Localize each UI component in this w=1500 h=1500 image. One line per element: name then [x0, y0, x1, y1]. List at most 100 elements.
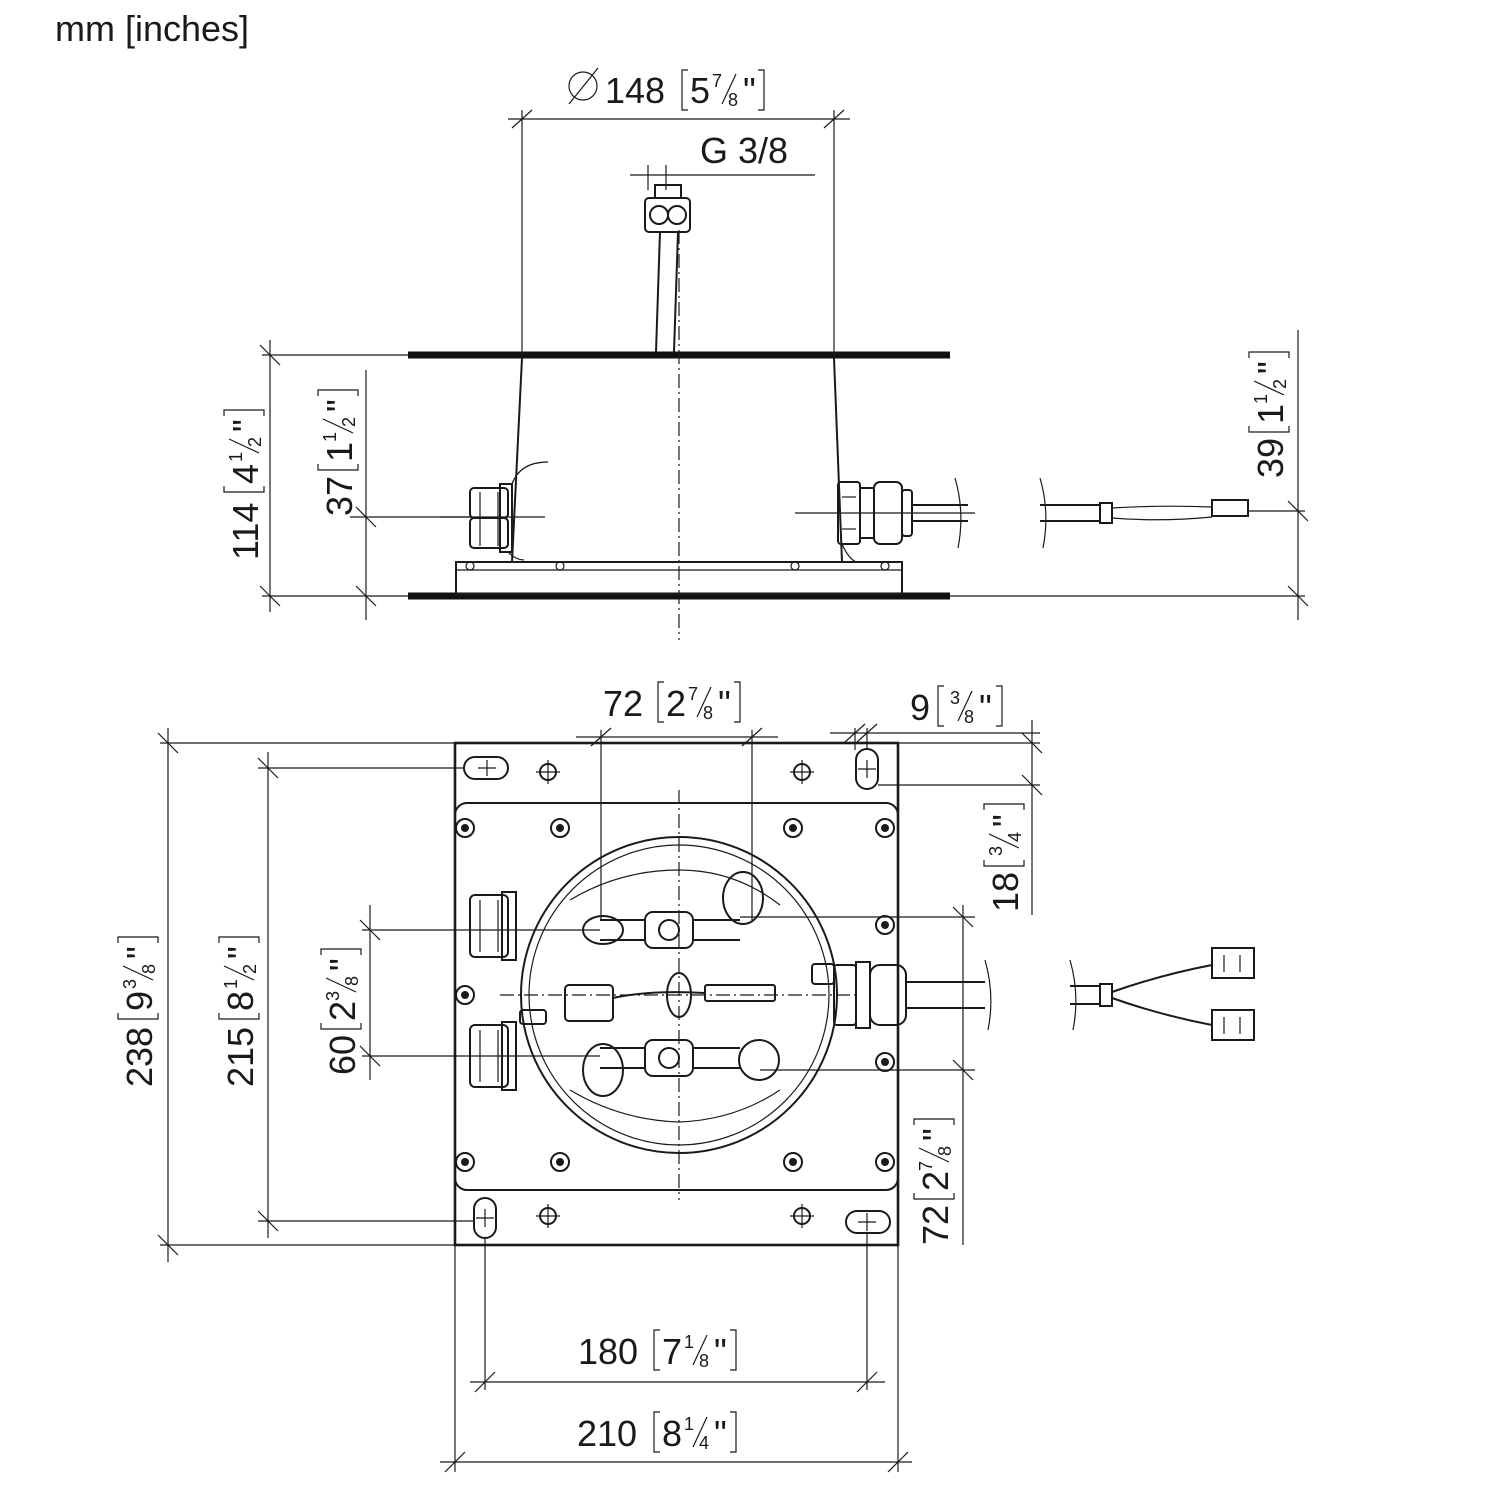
label-outlet-height: 37 1 1 2 " — [317, 389, 360, 516]
diameter-mm: 148 — [605, 70, 665, 111]
svg-text:5: 5 — [690, 70, 710, 111]
svg-text:8: 8 — [139, 964, 159, 974]
svg-text:238: 238 — [119, 1027, 160, 1087]
svg-text:": " — [714, 1331, 727, 1372]
dim-slot-offset — [830, 723, 1040, 750]
svg-text:8: 8 — [935, 1146, 955, 1156]
svg-text:180: 180 — [578, 1331, 638, 1372]
label-slot-offset: 9 3 8 " — [910, 685, 1003, 728]
svg-text:2: 2 — [666, 683, 686, 724]
svg-text:215: 215 — [220, 1027, 261, 1087]
cable-gland — [837, 481, 913, 563]
svg-text:": " — [915, 1128, 956, 1141]
connector-a — [1211, 947, 1255, 979]
dim-diameter: 148 — [508, 67, 850, 358]
svg-text:1: 1 — [684, 1332, 694, 1352]
top-view — [157, 720, 1255, 1473]
dim-cable-height — [950, 330, 1309, 620]
svg-text:114: 114 — [225, 503, 266, 560]
svg-text:7: 7 — [712, 71, 722, 91]
outlet-fittings — [469, 891, 517, 1091]
label-screw-spacing-top: 72 2 7 8 " — [603, 681, 741, 724]
frame-holes — [536, 760, 814, 1228]
dim-screw-spacing-top — [576, 727, 778, 920]
cable-gland-top — [833, 947, 1255, 1041]
svg-text:1: 1 — [1250, 404, 1291, 424]
dim-slot-width — [470, 1233, 885, 1393]
dim-total-height — [259, 340, 410, 612]
svg-text:8: 8 — [220, 991, 261, 1011]
label-slot-height: 215 8 1 2 " — [218, 936, 261, 1087]
svg-text:1: 1 — [1251, 394, 1271, 404]
svg-text:": " — [979, 687, 992, 728]
svg-text:1: 1 — [226, 452, 246, 462]
svg-text:": " — [225, 419, 266, 432]
units-label: mm [inches] — [55, 8, 250, 49]
svg-text:9: 9 — [119, 991, 160, 1011]
svg-text:8: 8 — [964, 707, 974, 727]
label-screw-spacing-side: 72 2 7 8 " — [913, 1118, 956, 1245]
svg-text:8: 8 — [662, 1413, 682, 1454]
dim-outer-height — [157, 728, 455, 1262]
housing-sides — [511, 357, 843, 563]
svg-text:3: 3 — [323, 991, 343, 1001]
svg-text:3: 3 — [986, 846, 1006, 856]
svg-text:2: 2 — [915, 1171, 956, 1191]
svg-text:2: 2 — [339, 417, 359, 427]
label-outlet-spacing: 60 2 3 8 " — [320, 948, 363, 1075]
svg-text:3: 3 — [950, 688, 960, 708]
dim-outlet-height — [350, 370, 470, 620]
label-total-height: 114 4 1 2 " — [223, 409, 266, 560]
mounting-slots — [463, 748, 891, 1239]
svg-text:8: 8 — [342, 976, 362, 986]
svg-text:1: 1 — [221, 979, 241, 989]
svg-text:2: 2 — [240, 964, 260, 974]
svg-text:": " — [985, 814, 1026, 827]
svg-text:37: 37 — [319, 476, 360, 516]
dim-thread: G 3/8 — [630, 130, 815, 190]
label-outer-height: 238 9 3 8 " — [117, 936, 160, 1087]
svg-text:72: 72 — [603, 683, 643, 724]
label-slot-row: 18 3 4 " — [983, 803, 1026, 912]
svg-text:7: 7 — [662, 1331, 682, 1372]
svg-text:2: 2 — [245, 437, 265, 447]
cable — [912, 504, 968, 522]
svg-text:1: 1 — [319, 442, 360, 462]
svg-text:4: 4 — [1005, 832, 1025, 842]
svg-text:": " — [714, 1413, 727, 1454]
svg-text:4: 4 — [225, 464, 266, 484]
svg-text:39: 39 — [1250, 438, 1291, 478]
svg-text:60: 60 — [322, 1035, 363, 1075]
svg-text:3: 3 — [120, 979, 140, 989]
svg-text:": " — [1250, 361, 1291, 374]
svg-text:": " — [322, 958, 363, 971]
dim-outlet-spacing — [359, 905, 600, 1080]
dim-screw-spacing-side — [740, 905, 975, 1245]
svg-text:72: 72 — [915, 1205, 956, 1245]
svg-text:": " — [319, 399, 360, 412]
left-outlet-fitting — [469, 461, 549, 561]
svg-text:": " — [743, 70, 756, 111]
valve-body — [519, 869, 835, 1123]
svg-text:": " — [718, 683, 731, 724]
svg-text:": " — [220, 946, 261, 959]
dim-outer-width — [440, 1245, 912, 1473]
svg-text:1: 1 — [684, 1414, 694, 1434]
svg-text:8: 8 — [699, 1351, 709, 1371]
svg-text:8: 8 — [703, 703, 713, 723]
svg-text:2: 2 — [322, 1001, 363, 1021]
svg-text:210: 210 — [577, 1413, 637, 1454]
svg-text:9: 9 — [910, 687, 930, 728]
label-slot-width: 180 7 1 8 " — [578, 1329, 737, 1372]
thread-label: G 3/8 — [700, 130, 788, 171]
svg-text:2: 2 — [1270, 379, 1290, 389]
cable-end — [1040, 504, 1100, 522]
hose-fitting — [654, 184, 682, 199]
svg-text:18: 18 — [985, 872, 1026, 912]
connector-b — [1211, 1009, 1255, 1041]
label-diameter-inch: 5 7 8 " — [681, 69, 765, 111]
svg-text:7: 7 — [688, 684, 698, 704]
label-cable-height: 39 1 1 2 " — [1248, 351, 1291, 478]
dim-slot-height — [257, 752, 474, 1238]
label-outer-width: 210 8 1 4 " — [577, 1411, 737, 1454]
